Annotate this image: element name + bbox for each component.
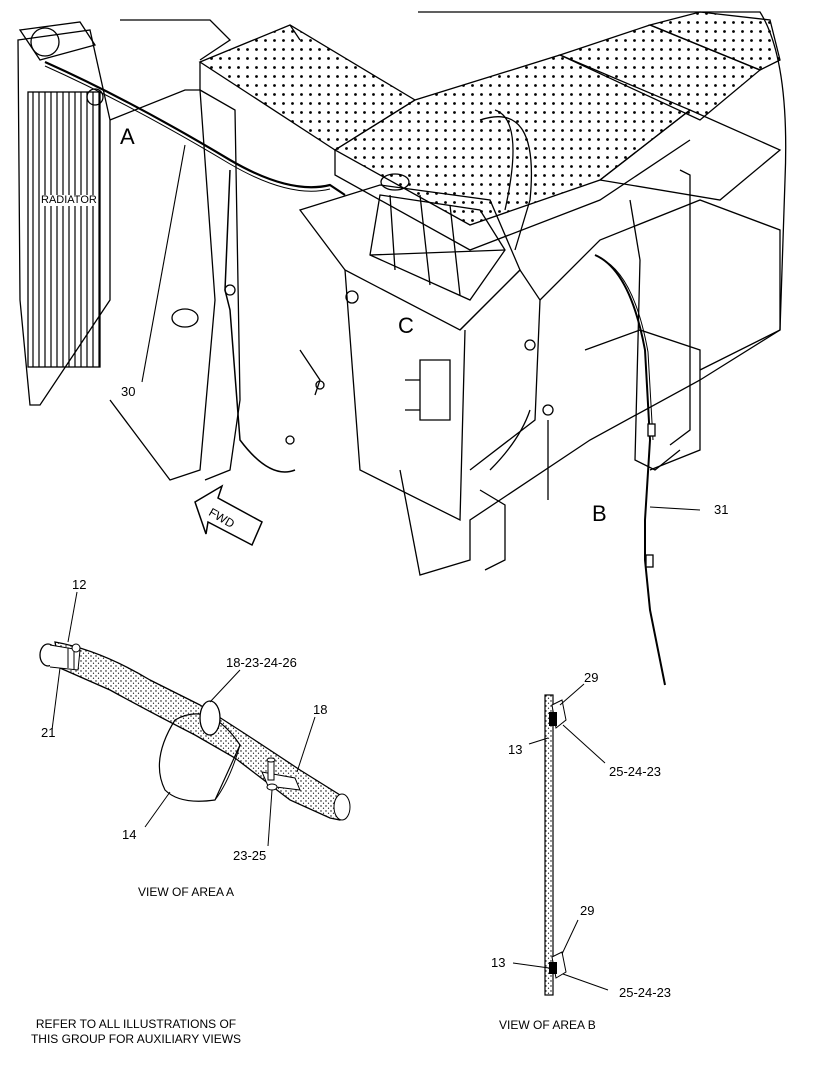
view-area-a <box>39 591 351 847</box>
area-c-label: C <box>398 313 414 338</box>
part-number-18: 18 <box>313 702 328 717</box>
part-number-29-bottom: 29 <box>580 903 595 918</box>
radiator-label: RADIATOR <box>40 194 98 206</box>
surge-tank <box>298 109 541 522</box>
area-b-label: B <box>592 501 607 526</box>
part-number-14: 14 <box>122 827 137 842</box>
part-number-13-bottom: 13 <box>491 955 506 970</box>
part-number-12: 12 <box>72 577 87 592</box>
main-leaders <box>141 144 701 511</box>
forward-arrow <box>194 484 263 547</box>
caption-view-area-a: VIEW OF AREA A <box>138 885 235 899</box>
auxiliary-views-note-line1: REFER TO ALL ILLUSTRATIONS OF <box>35 1017 237 1031</box>
area-a-label: A <box>120 124 135 149</box>
caption-view-area-b: VIEW OF AREA B <box>499 1018 596 1032</box>
part-number-21: 21 <box>41 725 56 740</box>
radiator <box>17 21 111 406</box>
auxiliary-views-note-line2: THIS GROUP FOR AUXILIARY VIEWS <box>30 1032 242 1046</box>
part-number-25-24-23-bottom: 25-24-23 <box>619 985 672 1000</box>
part-number-30: 30 <box>121 384 136 399</box>
main-assembly-view <box>17 11 787 686</box>
part-number-25-24-23-top: 25-24-23 <box>609 764 662 779</box>
part-number-29-top: 29 <box>584 670 599 685</box>
hose-30 <box>44 60 346 196</box>
part-number-23-25: 23-25 <box>233 848 267 863</box>
part-number-18-23-24-26: 18-23-24-26 <box>226 655 297 670</box>
view-area-b <box>512 683 609 996</box>
part-number-13-top: 13 <box>508 742 523 757</box>
part-number-31: 31 <box>714 502 729 517</box>
